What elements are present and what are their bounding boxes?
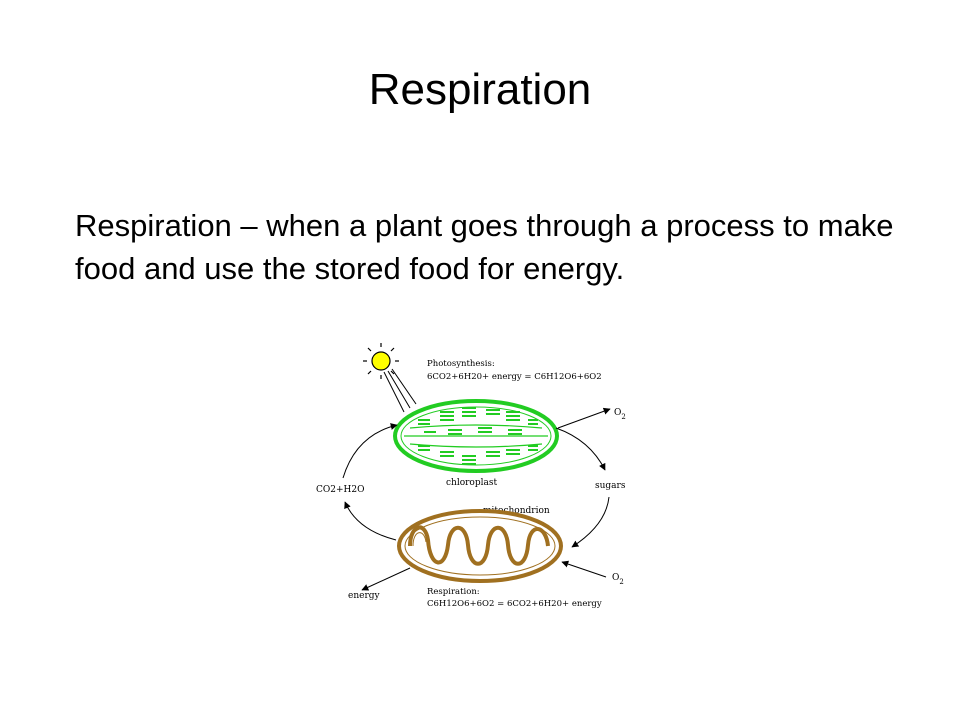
energy-label: energy — [348, 591, 381, 601]
mitochondrion-organelle — [397, 509, 563, 583]
co2-h2o-label: CO2+H2O — [316, 485, 365, 495]
o2-input-label: O2 — [612, 573, 624, 586]
chloroplast-to-sugars-arrow — [555, 427, 606, 471]
slide-title: Respiration — [368, 65, 592, 114]
slide-body-text: Respiration – when a plant goes through … — [75, 208, 894, 286]
chloroplast-organelle — [393, 399, 559, 473]
photosynthesis-respiration-diagram: Photosynthesis: 6CO2+6H20+ energy = C6H1… — [316, 343, 626, 609]
co2-to-chloroplast-arrow — [342, 423, 398, 479]
energy-output-arrow — [361, 567, 411, 591]
photosynthesis-label: Photosynthesis: — [427, 359, 495, 369]
respiration-label: Respiration: — [427, 587, 480, 597]
chloroplast-label: chloroplast — [446, 478, 497, 488]
sugars-label: sugars — [595, 481, 626, 491]
sun-icon — [363, 343, 417, 413]
o2-input-arrow — [561, 560, 607, 578]
mitochondrion-label: mitochondrion — [483, 506, 550, 516]
o2-output-arrow — [557, 407, 611, 429]
sugars-to-mitochondrion-arrow — [571, 496, 610, 548]
mitochondrion-to-co2-arrow — [344, 501, 397, 541]
photosynthesis-equation: 6CO2+6H20+ energy = C6H12O6+6O2 — [427, 372, 602, 382]
o2-output-label: O2 — [614, 408, 626, 421]
respiration-equation: C6H12O6+6O2 = 6CO2+6H20+ energy — [427, 599, 602, 609]
